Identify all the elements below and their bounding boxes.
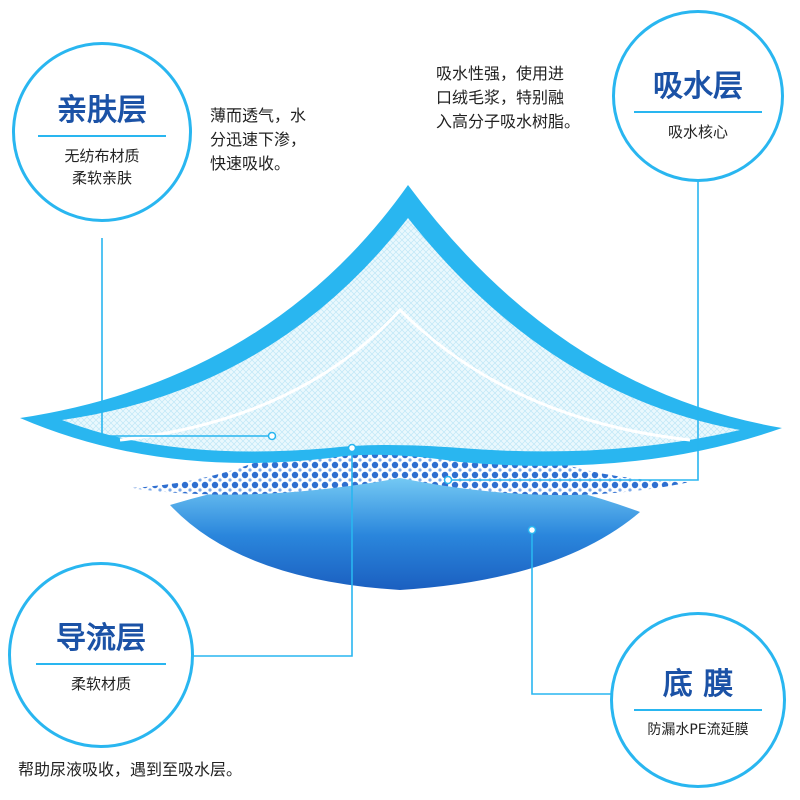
absorb-layer-sub-1: 吸水核心 [667, 123, 728, 141]
skin-leader-dot [267, 431, 277, 441]
skin-desc-line-3: 快速吸收。 [210, 154, 291, 173]
film-layer-sub-1: 防漏水PE流延膜 [647, 722, 749, 738]
flow-leader-dot [347, 443, 357, 453]
film-leader-line [531, 530, 628, 695]
flow-layer-description: 帮助尿液吸收，遇到至吸水层。 [18, 758, 242, 782]
skin-layer-sub-1: 无纺布材质 [64, 147, 140, 165]
film-layer-circle: 底 膜 防漏水PE流延膜 [610, 612, 786, 788]
skin-layer-description: 薄而透气，水 分迅速下渗， 快速吸收。 [210, 104, 306, 176]
absorb-desc-line-1: 吸水性强，使用进 [436, 64, 565, 83]
flow-layer-title: 导流层 [56, 621, 146, 656]
absorb-layer-underline [634, 111, 762, 113]
skin-layer-mesh [62, 218, 740, 452]
film-layer-underline [634, 709, 762, 711]
absorb-leader-dot [443, 475, 453, 485]
flow-layer-underline [36, 663, 166, 665]
skin-layer-fold [119, 307, 691, 442]
skin-layer-circle: 亲肤层 无纺布材质 柔软亲肤 [12, 42, 192, 222]
absorb-layer-circle: 吸水层 吸水核心 [612, 10, 784, 182]
skin-desc-line-2: 分迅速下渗， [210, 130, 307, 149]
flow-layer-circle: 导流层 柔软材质 [8, 562, 194, 748]
skin-layer-title: 亲肤层 [57, 93, 147, 128]
film-layer-title: 底 膜 [662, 667, 734, 702]
skin-leader-line [101, 238, 272, 437]
skin-desc-line-1: 薄而透气，水 [210, 106, 307, 125]
absorb-layer-description: 吸水性强，使用进 口绒毛浆，特别融 入高分子吸水树脂。 [436, 62, 580, 134]
absorb-layer-title: 吸水层 [653, 69, 743, 104]
bottom-film-layer [170, 469, 640, 590]
flow-layer-sub-1: 柔软材质 [70, 675, 131, 693]
film-leader-dot [527, 525, 537, 535]
flow-leader-line [188, 448, 353, 657]
flow-desc-line-1: 帮助尿液吸收，遇到至吸水层。 [18, 760, 243, 779]
absorb-desc-line-2: 口绒毛浆，特别融 [436, 88, 565, 107]
absorb-desc-line-3: 入高分子吸水树脂。 [436, 112, 581, 131]
absorb-leader-line [448, 182, 699, 481]
skin-layer-underline [38, 135, 166, 137]
skin-layer-sub-2: 柔软亲肤 [71, 169, 132, 187]
